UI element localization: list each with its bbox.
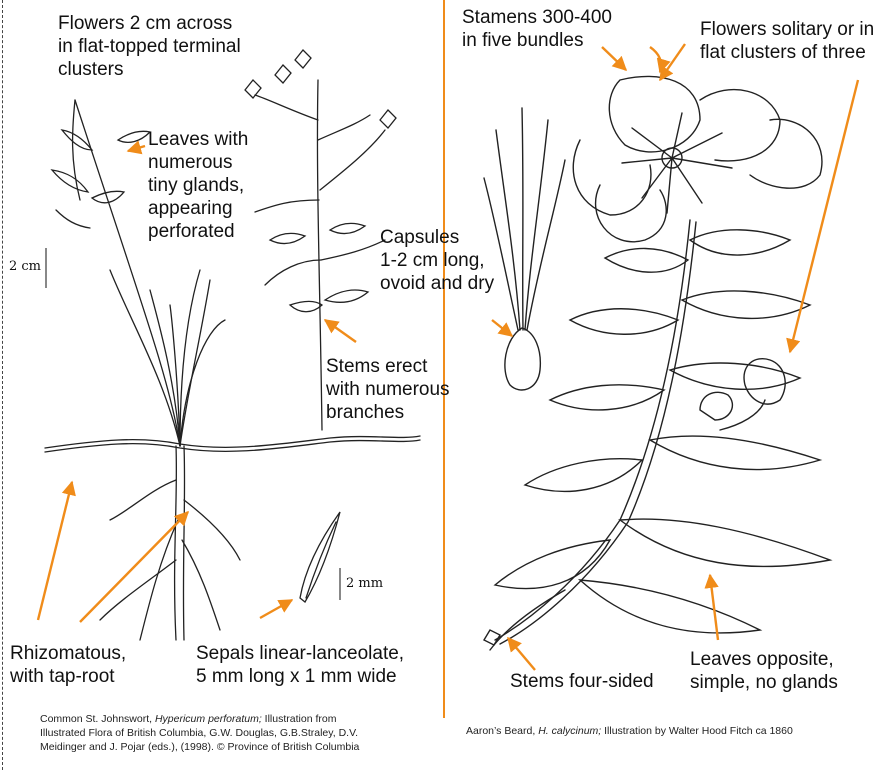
caption-left-species: Hypericum perforatum; — [155, 713, 262, 725]
label-leaves-opposite: Leaves opposite, simple, no glands — [690, 648, 838, 694]
label-stems-erect: Stems erect with numerous branches — [326, 355, 450, 424]
arrow-capsule — [492, 320, 512, 336]
arrow-taproot — [80, 512, 188, 622]
caption-right: Aaron’s Beard, H. calycinum; Illustratio… — [466, 724, 886, 738]
label-capsules: Capsules 1-2 cm long, ovoid and dry — [380, 226, 494, 295]
caption-right-rest: Illustration by Walter Hood Fitch ca 186… — [601, 725, 793, 737]
arrow-leaves-glands — [128, 146, 145, 151]
label-stamens: Stamens 300-400 in five bundles — [462, 6, 612, 52]
scale-label-2mm: 2 mm — [346, 576, 383, 591]
arrow-sepals — [260, 600, 292, 618]
caption-right-prefix: Aaron’s Beard, — [466, 725, 538, 737]
arrow-leaves-opposite — [710, 575, 718, 640]
arrow-stems-four-sided — [508, 638, 535, 670]
aarons-beard-drawing — [484, 76, 830, 650]
label-flowers-2cm: Flowers 2 cm across in flat-topped termi… — [58, 12, 241, 81]
arrow-rhizome — [38, 482, 72, 620]
arrow-flowers-solitary — [790, 80, 858, 352]
caption-left: Common St. Johnswort, Hypericum perforat… — [40, 712, 382, 754]
label-flowers-solitary: Flowers solitary or in flat clusters of … — [700, 18, 874, 64]
arrow-stamens-2 — [650, 47, 661, 72]
caption-left-prefix: Common St. Johnswort, — [40, 713, 155, 725]
label-stems-four-sided: Stems four-sided — [510, 670, 654, 693]
label-rhizomatous: Rhizomatous, with tap-root — [10, 642, 126, 688]
arrow-stems-erect — [325, 320, 356, 342]
label-sepals: Sepals linear-lanceolate, 5 mm long x 1 … — [196, 642, 404, 688]
label-leaves-glands: Leaves with numerous tiny glands, appear… — [148, 128, 248, 243]
arrow-flowers-cluster — [660, 44, 685, 80]
scale-label-2cm: 2 cm — [9, 259, 41, 274]
caption-right-species: H. calycinum; — [538, 725, 601, 737]
